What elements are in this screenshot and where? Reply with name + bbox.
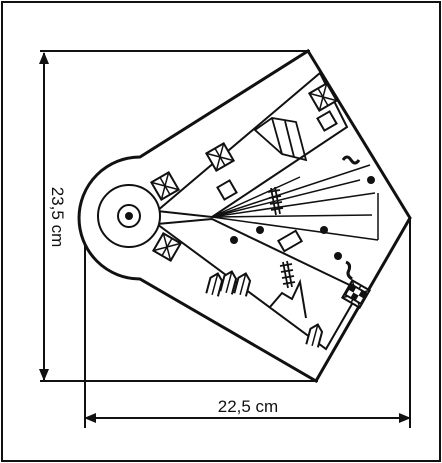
shed-block bbox=[253, 117, 308, 162]
square-marker bbox=[276, 229, 304, 253]
dot-marker bbox=[367, 176, 375, 184]
checker-icon bbox=[343, 282, 369, 306]
dot-marker bbox=[334, 252, 342, 260]
start-dot bbox=[125, 212, 133, 220]
dot-marker bbox=[320, 226, 328, 234]
squiggle-marker bbox=[345, 260, 353, 281]
ladder-icon bbox=[267, 186, 284, 216]
square-marker bbox=[216, 179, 238, 201]
squiggle-marker bbox=[341, 155, 361, 165]
height-label: 23,5 cm bbox=[48, 187, 67, 247]
square-marker bbox=[316, 110, 338, 132]
ladder-icon bbox=[279, 260, 296, 289]
dot-marker bbox=[230, 236, 238, 244]
ray-fan bbox=[211, 164, 379, 241]
mountain-icon bbox=[269, 278, 307, 319]
width-label: 22,5 cm bbox=[218, 397, 278, 416]
dot-marker bbox=[256, 226, 264, 234]
